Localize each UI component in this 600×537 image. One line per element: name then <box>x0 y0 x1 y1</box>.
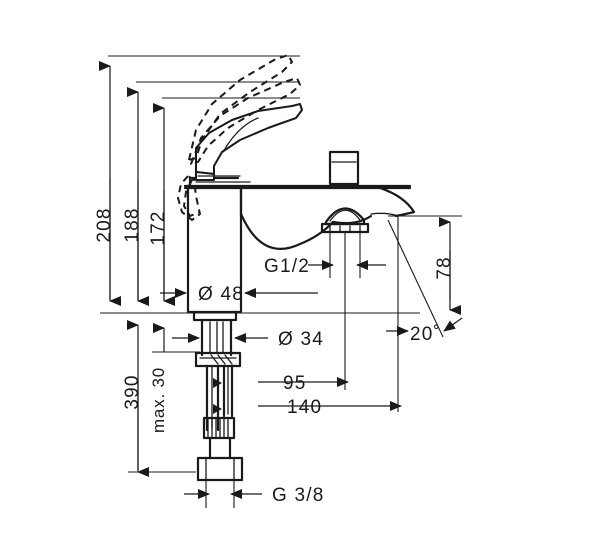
dim-label-95: 95 <box>283 373 307 394</box>
coupling-nut-g38 <box>196 456 244 482</box>
lever-handle-dashed-top <box>188 54 293 161</box>
dim-label-172: 172 <box>148 210 169 245</box>
dim-label-78: 78 <box>434 256 455 280</box>
dim-label-390: 390 <box>122 374 143 409</box>
base-washer <box>192 310 238 322</box>
dim-label-20deg: 20˚ <box>410 324 441 345</box>
spout-under-curve <box>239 212 335 250</box>
lever-handle-crease <box>222 117 259 153</box>
fixing-nut-hatch <box>210 354 233 365</box>
lever-handle-dashed-mid <box>190 77 301 165</box>
spout-tip-inner <box>370 212 399 217</box>
lever-handle-dashed-down2 <box>183 179 201 217</box>
dim-label-g12: G1/2 <box>264 256 310 277</box>
dim-label-max30: max. 30 <box>149 367 168 433</box>
hose-detail-arrow-1 <box>213 378 222 388</box>
dim-label-140: 140 <box>287 397 322 418</box>
fixing-nut <box>194 351 242 368</box>
dim-label-188: 188 <box>122 207 143 242</box>
lever-handle-solid <box>195 103 303 175</box>
dim-label-208: 208 <box>94 207 115 242</box>
hose-detail-arrow-2 <box>213 404 222 414</box>
aerator-dome-inner <box>329 209 361 222</box>
coupling-nut-edges <box>205 457 235 481</box>
dimension-annotations: 208 188 172 390 max. 30 Ø 48 <box>94 55 463 508</box>
blanking-plug <box>328 150 360 186</box>
angle-ray-20 <box>387 219 444 338</box>
aerator-ring-teeth <box>329 225 361 232</box>
faucet-geometry <box>177 54 416 482</box>
dim-label-g38: G 3/8 <box>272 485 324 506</box>
spout-tip-outer <box>378 186 416 218</box>
connector-tube <box>208 436 232 460</box>
hose-ferrule-ribs <box>207 417 229 439</box>
aerator-ring <box>320 222 370 234</box>
spout-lower-shroud <box>331 214 373 225</box>
shank-thread-lines <box>209 321 224 353</box>
dimline-20-right <box>443 317 463 332</box>
dim-label-d34: Ø 34 <box>278 329 324 350</box>
dim-label-d48: Ø 48 <box>198 284 244 305</box>
lever-handle-dashed-down <box>177 175 201 221</box>
